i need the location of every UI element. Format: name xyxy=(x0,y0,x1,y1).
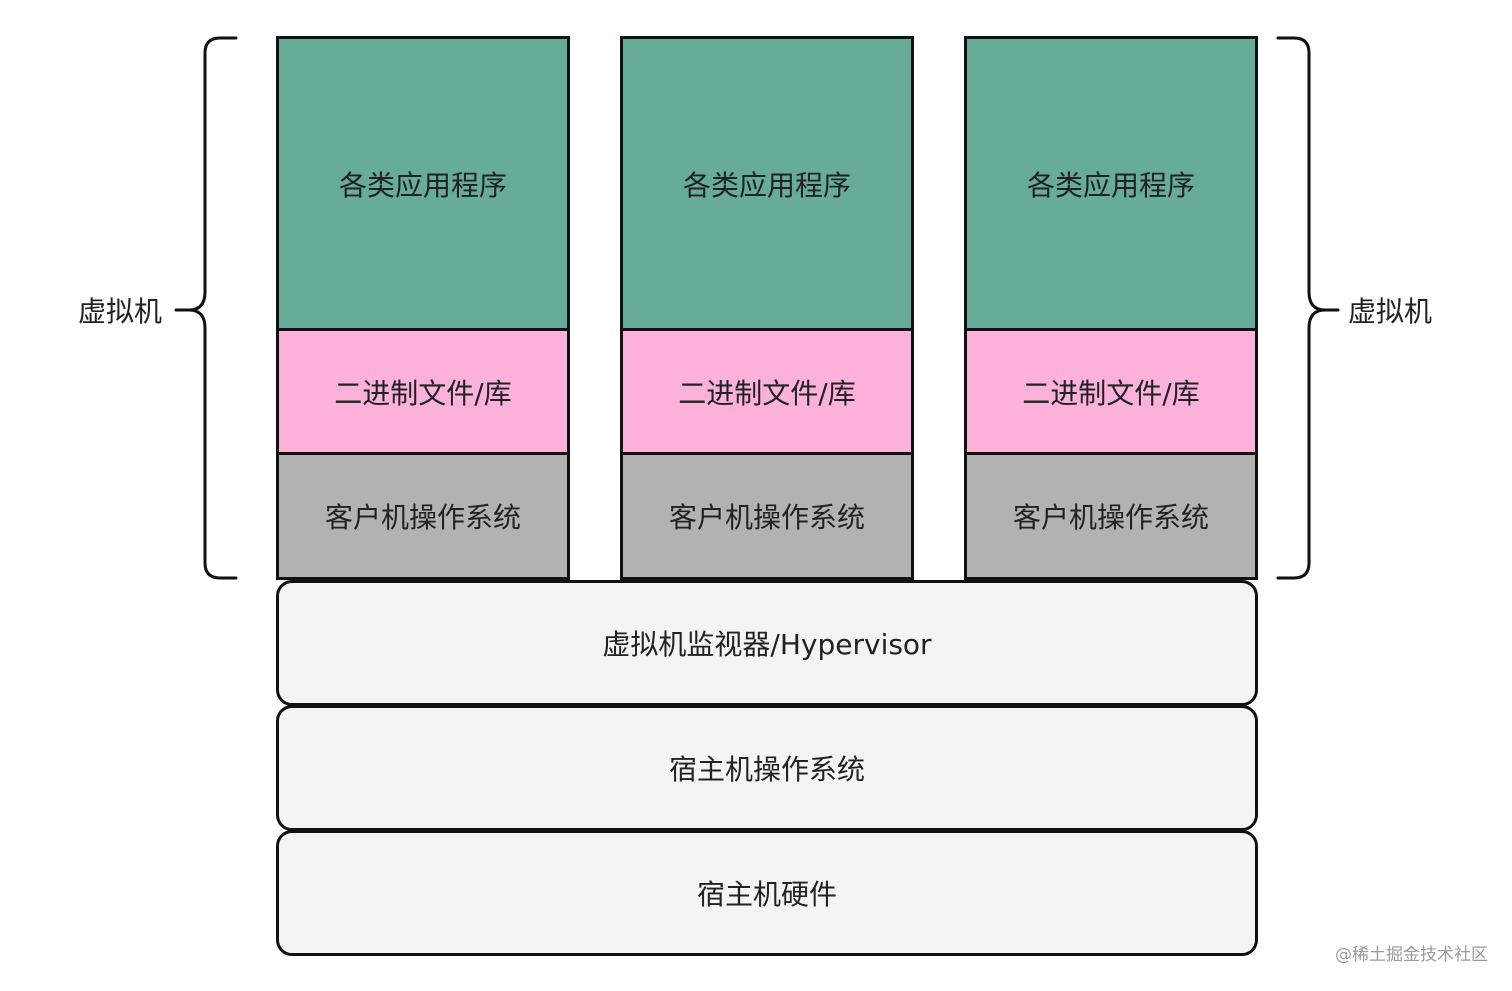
guest-os-layer: 客户机操作系统 xyxy=(964,452,1258,580)
host-os-layer: 宿主机操作系统 xyxy=(276,705,1258,831)
app-layer: 各类应用程序 xyxy=(276,36,570,331)
guest-os-layer: 客户机操作系统 xyxy=(620,452,914,580)
virtual-machine-1: 各类应用程序 二进制文件/库 客户机操作系统 xyxy=(276,36,570,580)
side-label-left: 虚拟机 xyxy=(78,295,163,328)
watermark-text: @稀土掘金技术社区 xyxy=(1335,945,1488,965)
binary-library-layer: 二进制文件/库 xyxy=(276,328,570,455)
app-layer: 各类应用程序 xyxy=(620,36,914,331)
host-hardware-layer: 宿主机硬件 xyxy=(276,830,1258,956)
guest-os-layer: 客户机操作系统 xyxy=(276,452,570,580)
right-brace-icon xyxy=(1276,36,1340,580)
left-brace-icon xyxy=(174,36,238,580)
hypervisor-layer: 虚拟机监视器/Hypervisor xyxy=(276,580,1258,706)
virtual-machine-2: 各类应用程序 二进制文件/库 客户机操作系统 xyxy=(620,36,914,580)
binary-library-layer: 二进制文件/库 xyxy=(964,328,1258,455)
side-label-right: 虚拟机 xyxy=(1348,295,1433,328)
app-layer: 各类应用程序 xyxy=(964,36,1258,331)
binary-library-layer: 二进制文件/库 xyxy=(620,328,914,455)
virtual-machine-3: 各类应用程序 二进制文件/库 客户机操作系统 xyxy=(964,36,1258,580)
